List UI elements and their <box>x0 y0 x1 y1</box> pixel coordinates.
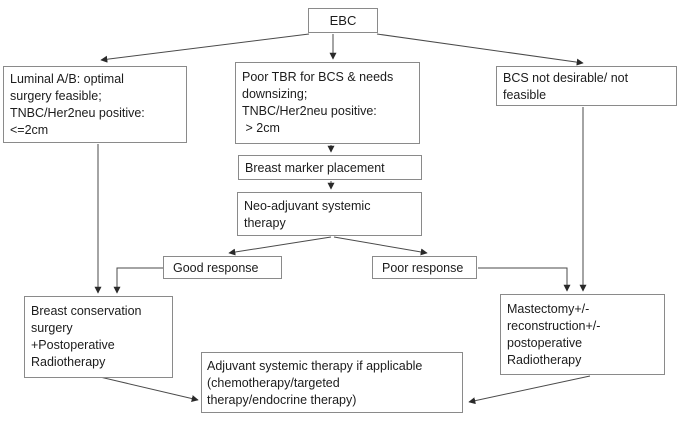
node-luminal-criteria: Luminal A/B: optimal surgery feasible; T… <box>3 66 187 143</box>
node-breast-marker-placement: Breast marker placement <box>238 155 422 180</box>
node-mastectomy: Mastectomy+/- reconstruction+/- postoper… <box>500 294 665 375</box>
edge-good-to-bcs-surgery <box>113 267 163 294</box>
node-adjuvant-systemic-therapy: Adjuvant systemic therapy if applicable … <box>201 352 463 413</box>
edge-poor-to-mastectomy <box>478 267 571 292</box>
node-neoadjuvant-therapy: Neo-adjuvant systemic therapy <box>237 192 422 236</box>
edge-bcs-surgery-to-adjuvant <box>99 376 199 402</box>
node-poor-response: Poor response <box>372 256 477 279</box>
node-ebc: EBC <box>308 8 378 33</box>
node-breast-conservation-surgery: Breast conservation surgery +Postoperati… <box>24 296 173 378</box>
node-bcs-not-feasible: BCS not desirable/ not feasible <box>496 66 677 106</box>
edge-neoadjuvant-to-poor <box>333 236 428 256</box>
edge-neoadjuvant-to-good <box>228 236 332 256</box>
edge-mastectomy-to-adjuvant <box>468 375 591 405</box>
edge-ebc-to-luminal <box>100 33 310 63</box>
node-good-response: Good response <box>163 256 282 279</box>
edge-ebc-to-bcs-not <box>376 33 584 66</box>
node-poor-tbr-criteria: Poor TBR for BCS & needs downsizing; TNB… <box>235 62 420 144</box>
